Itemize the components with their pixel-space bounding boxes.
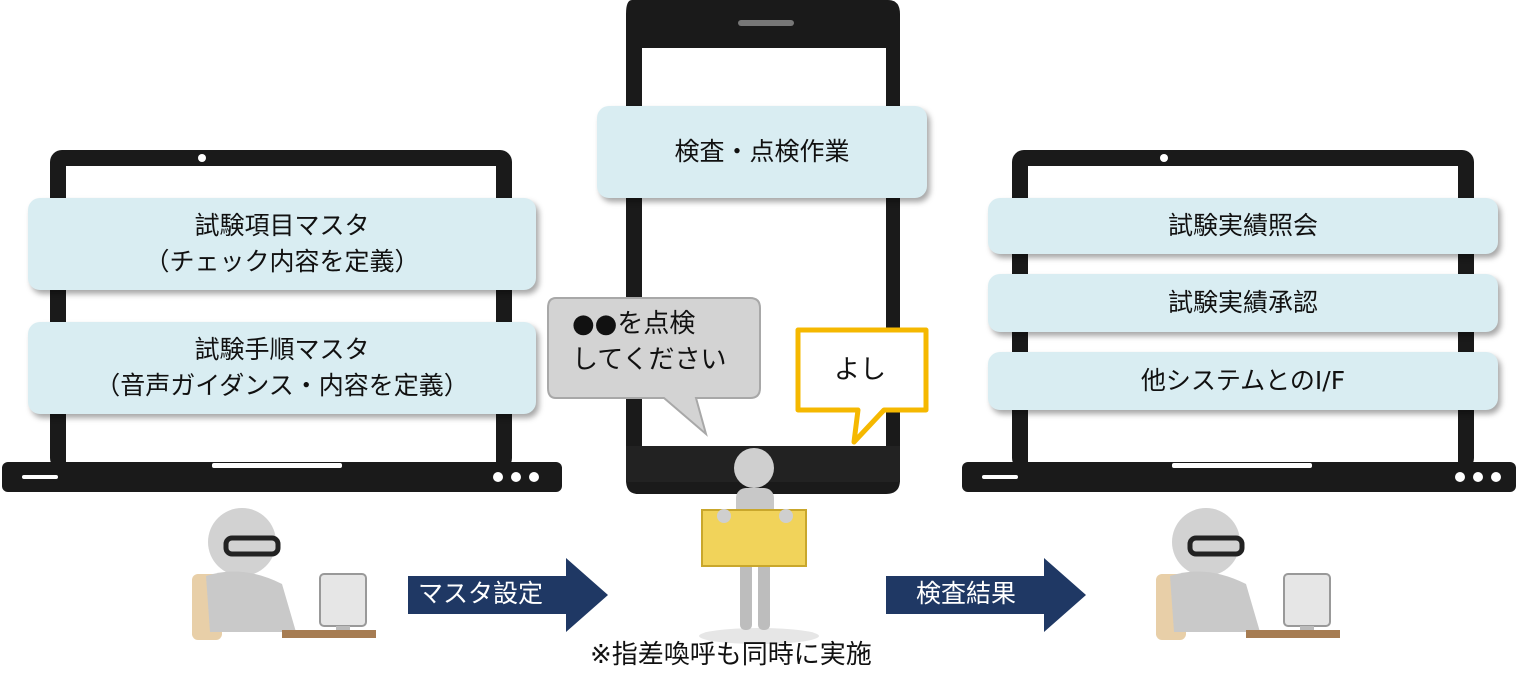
test-procedure-master-subtitle: （音声ガイダンス・内容を定義） <box>95 371 469 400</box>
gray-bubble-line2: してください <box>572 345 727 375</box>
test-result-inquiry-label: 試験実績照会 <box>1167 211 1318 240</box>
test-result-approval-box: 試験実績承認 <box>988 274 1498 332</box>
inspection-result-arrow-label: 検査結果 <box>916 579 1017 608</box>
test-item-master-box: 試験項目マスタ （チェック内容を定義） <box>28 198 536 290</box>
gray-speech-bubble <box>547 297 761 437</box>
master-setting-arrow <box>408 558 608 632</box>
external-system-interface-box: 他システムとのI/F <box>988 352 1498 410</box>
test-procedure-master-box: 試験手順マスタ （音声ガイダンス・内容を定義） <box>28 322 536 414</box>
person-at-computer-left <box>192 508 376 640</box>
person-at-computer-right <box>1156 508 1340 640</box>
yellow-speech-bubble <box>795 327 929 445</box>
gray-bubble-line1: ●●を点検 <box>572 309 696 339</box>
worker-with-sign-figure <box>699 448 819 644</box>
master-setting-arrow-label: マスタ設定 <box>418 579 544 608</box>
external-system-interface-label: 他システムとのI/F <box>1140 366 1346 395</box>
test-item-master-subtitle: （チェック内容を定義） <box>144 247 420 276</box>
left-laptop-illustration <box>2 150 562 492</box>
pointing-calling-note: ※指差喚呼も同時に実施 <box>590 640 872 670</box>
test-result-inquiry-box: 試験実績照会 <box>988 198 1498 254</box>
inspection-work-label: 検査・点検作業 <box>674 137 850 166</box>
inspection-result-arrow <box>886 558 1086 632</box>
inspection-work-box: 検査・点検作業 <box>597 106 927 198</box>
test-procedure-master-title: 試験手順マスタ <box>194 335 370 364</box>
test-item-master-title: 試験項目マスタ <box>194 211 370 240</box>
yellow-bubble-text: よし <box>834 355 887 385</box>
test-result-approval-label: 試験実績承認 <box>1167 288 1318 317</box>
